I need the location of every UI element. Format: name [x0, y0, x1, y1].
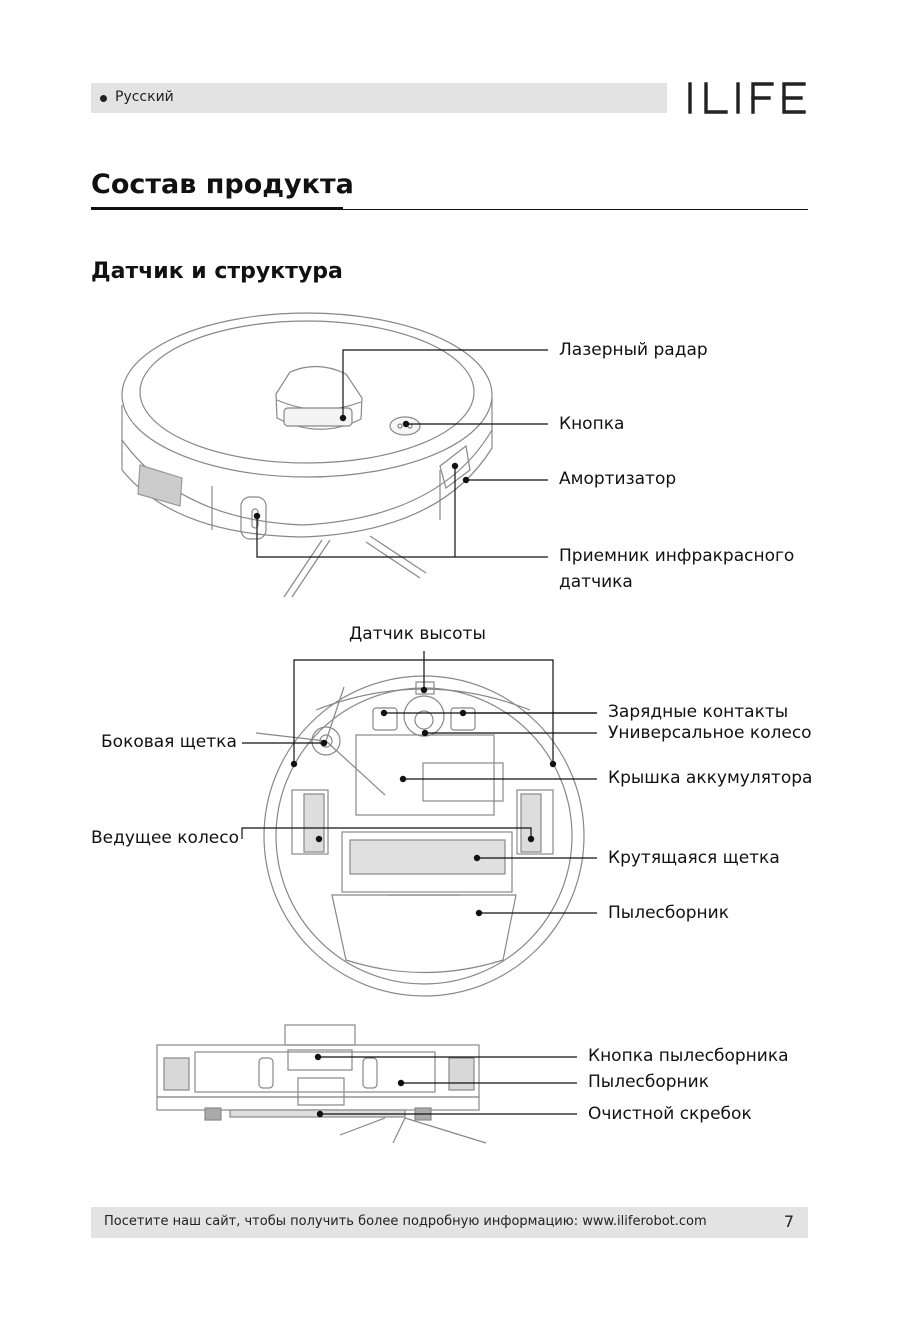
side-view-callouts [318, 1057, 577, 1114]
footer-text: Посетите наш сайт, чтобы получить более … [104, 1214, 707, 1229]
label-charging-contacts: Зарядные контакты [608, 702, 788, 722]
label-bumper: Амортизатор [559, 469, 676, 489]
label-laser-radar: Лазерный радар [559, 340, 708, 360]
label-battery-cover: Крышка аккумулятора [608, 768, 812, 788]
label-drive-wheel: Ведущее колесо [91, 828, 239, 848]
footer-bar: Посетите наш сайт, чтобы получить более … [91, 1207, 808, 1238]
label-cliff-sensor: Датчик высоты [349, 624, 486, 644]
label-main-brush: Крутящаяся щетка [608, 848, 780, 868]
label-button: Кнопка [559, 414, 624, 434]
label-side-brush: Боковая щетка [101, 732, 237, 752]
label-universal-wheel: Универсальное колесо [608, 723, 812, 743]
label-dustbin-button: Кнопка пылесборника [588, 1046, 789, 1066]
label-ir-receiver-line2: датчика [559, 572, 633, 592]
label-dustbin-side: Пылесборник [588, 1072, 709, 1092]
side-view-robot [157, 1025, 486, 1143]
top-view-robot [122, 313, 492, 597]
label-cleaning-scraper: Очистной скребок [588, 1104, 752, 1124]
page-number: 7 [784, 1212, 794, 1231]
label-ir-receiver-line1: Приемник инфракрасного [559, 546, 794, 566]
bottom-view-robot [256, 676, 584, 996]
label-dustbin: Пылесборник [608, 903, 729, 923]
side-view-dots [315, 1054, 404, 1117]
